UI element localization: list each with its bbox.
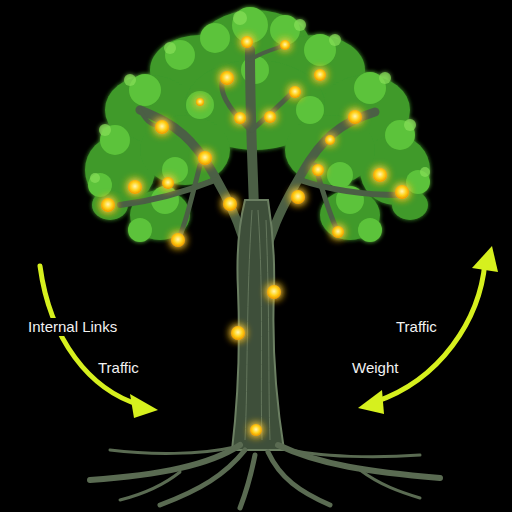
trunk [232,200,284,450]
flow-label: Traffic [394,318,439,336]
roots [90,445,440,508]
flow-label: Weight [350,359,400,377]
arrowheads [130,246,498,418]
flow-label: Internal Links [26,318,119,336]
flow-label: Traffic [96,359,141,377]
glow-dots [101,36,409,436]
